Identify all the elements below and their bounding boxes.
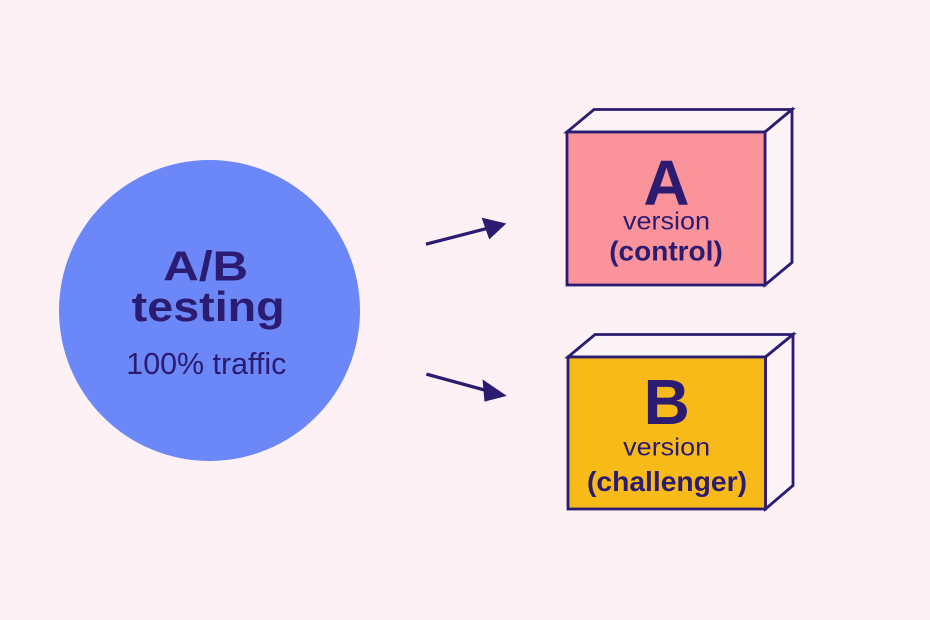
- svg-text:A/B: A/B: [163, 243, 248, 290]
- svg-text:A: A: [643, 147, 689, 219]
- svg-text:testing: testing: [132, 283, 285, 330]
- svg-text:(control): (control): [609, 236, 723, 267]
- svg-text:B: B: [644, 366, 690, 438]
- svg-text:100% traffic: 100% traffic: [126, 346, 286, 381]
- svg-text:(challenger): (challenger): [587, 466, 747, 497]
- svg-text:version: version: [623, 208, 710, 236]
- svg-text:version: version: [623, 434, 710, 462]
